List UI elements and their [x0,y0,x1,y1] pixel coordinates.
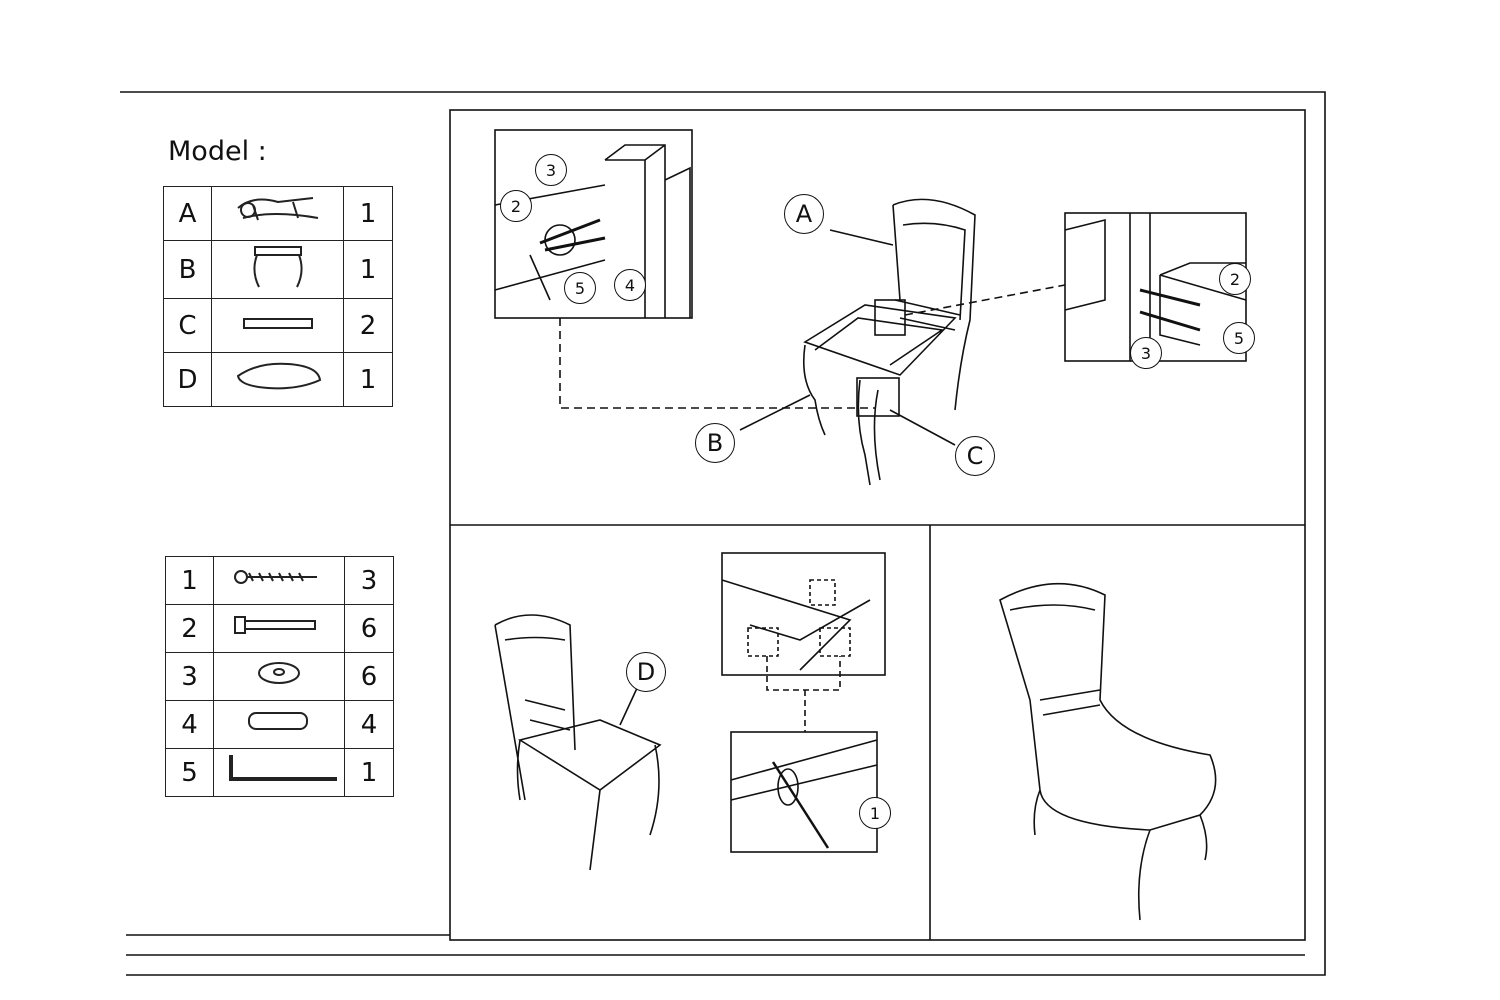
hardware-id: 4 [165,700,214,749]
chair-back-icon [211,186,344,241]
hardware-qty: 6 [344,604,394,653]
hardware-qty: 3 [344,556,394,605]
part-id: D [163,352,212,407]
allen-key-icon [213,748,345,797]
part-qty: 1 [343,240,393,299]
seat-frame [803,304,957,376]
chair-step2 [494,614,662,871]
detail-label-4: 4 [614,269,646,301]
hardware-id: 3 [165,652,214,701]
part-qty: 1 [343,352,393,407]
detail-label-2: 2 [1219,263,1251,295]
part-id: C [163,298,212,353]
part-id: A [163,186,212,241]
chair-back [892,198,976,411]
label-d: D [626,652,666,692]
detail-label-5: 5 [564,272,596,304]
detail-label-1: 1 [859,797,891,829]
detail-label-3: 3 [1130,337,1162,369]
label-a: A [784,194,824,234]
part-qty: 1 [343,186,393,241]
legs [802,344,881,486]
outer-frame [120,91,1326,976]
label-c: C [955,436,995,476]
seat-cushion-icon [211,352,344,407]
detail-box-dowels [494,129,693,319]
model-label: Model : [168,136,267,167]
detail-label-2: 2 [500,190,532,222]
part-qty: 2 [343,298,393,353]
detail-box-rail [1064,212,1247,362]
hardware-id: 2 [165,604,214,653]
detail-label-3: 3 [535,154,567,186]
hardware-qty: 4 [344,700,394,749]
side-rail-icon [211,298,344,353]
detail-label-5: 5 [1223,322,1255,354]
label-b: B [695,423,735,463]
detail-box-screw [730,731,878,853]
washer-icon [213,652,345,701]
hardware-qty: 1 [344,748,394,797]
detail-box-seat [721,552,886,676]
finished-chair [999,582,1217,921]
